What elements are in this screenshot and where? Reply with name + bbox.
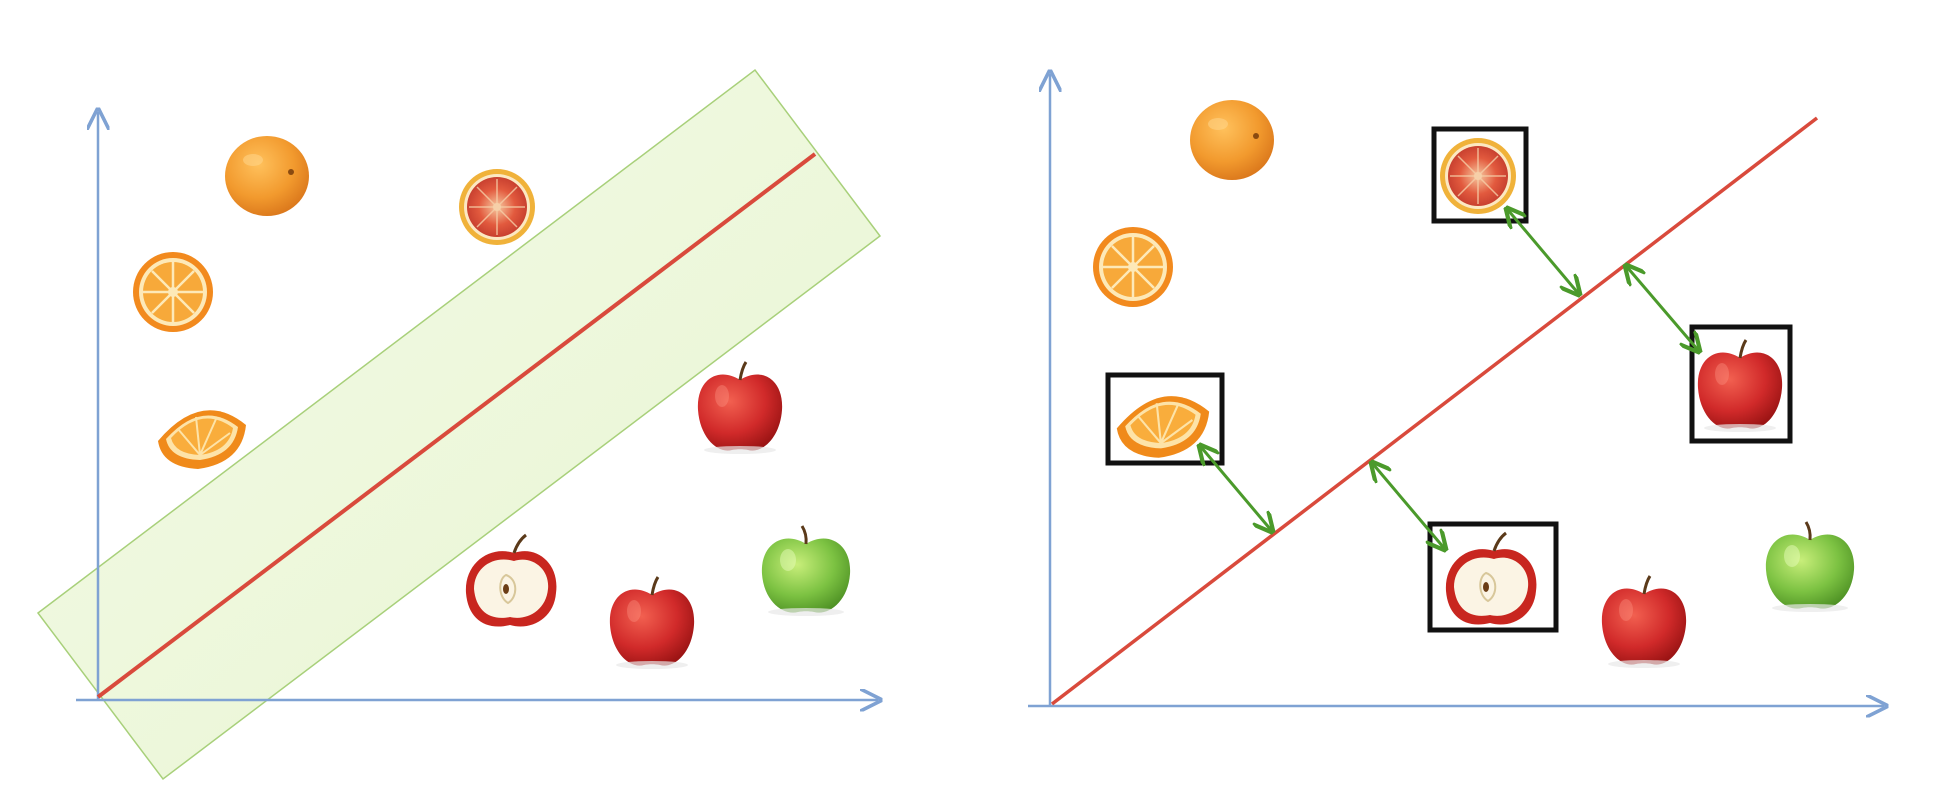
green-apple-icon (1764, 520, 1856, 614)
orange-wedge-icon (157, 409, 247, 470)
double-arrow-icon (1508, 210, 1578, 293)
blood-orange-half-icon (458, 168, 536, 246)
orange-whole-icon (225, 136, 309, 216)
panel-wide-margin (36, 68, 880, 781)
support-vector-apple-half (1427, 521, 1559, 633)
double-arrow-icon (1373, 464, 1444, 548)
red-apple-icon (696, 360, 784, 456)
decision-line (1050, 116, 1819, 706)
green-apple-icon (760, 524, 852, 618)
double-arrow-icon (1627, 267, 1698, 350)
orange-half-icon (131, 250, 215, 334)
red-apple-icon (608, 575, 696, 671)
decision-line (96, 152, 817, 699)
double-arrow-icon (1201, 447, 1271, 530)
panel-support-vectors (1028, 74, 1884, 706)
support-vector-blood-orange (1431, 126, 1529, 224)
orange-whole-icon (1190, 100, 1274, 180)
red-apple-icon (1600, 574, 1688, 670)
orange-half-icon (1091, 225, 1175, 309)
blood-orange-half-icon (1439, 137, 1517, 215)
support-vector-red-apple (1689, 324, 1793, 444)
apple-half-icon (464, 533, 558, 629)
